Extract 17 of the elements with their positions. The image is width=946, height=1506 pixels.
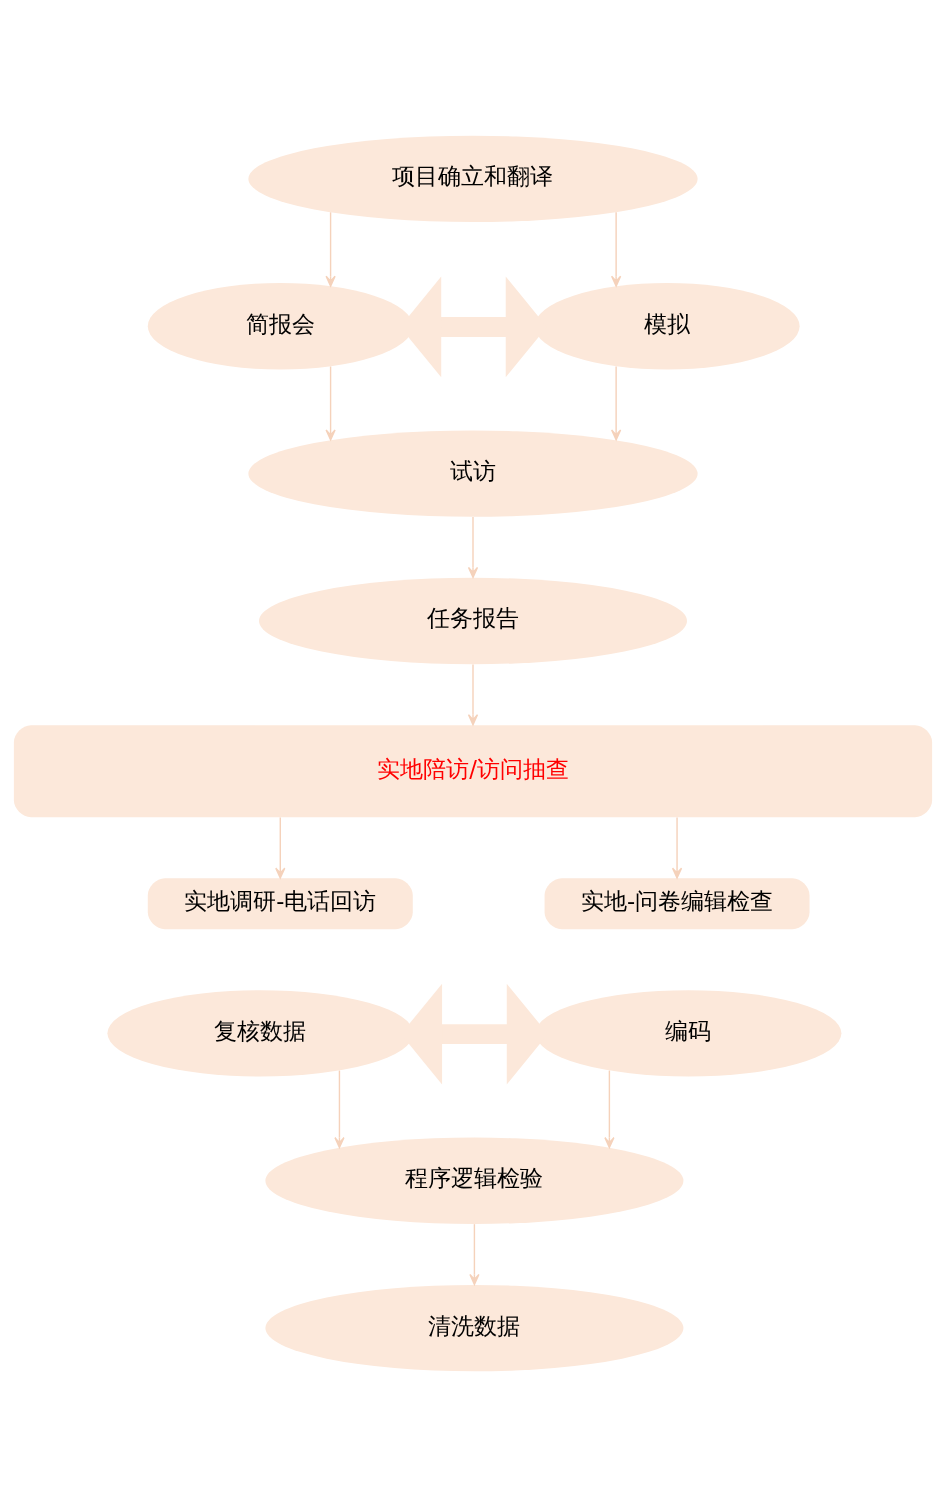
node-ellipse: 任务报告: [259, 577, 687, 664]
arrow: [275, 816, 286, 879]
arrow: [325, 211, 336, 287]
arrow: [604, 1069, 615, 1148]
arrow: [610, 211, 622, 287]
node-box: 实地陪访/访问抽查: [13, 724, 933, 817]
node-ellipse: 项目确立和翻译: [248, 135, 698, 222]
arrow: [671, 816, 683, 879]
arrow: [467, 663, 479, 725]
arrow: [334, 1069, 345, 1148]
arrow: [469, 1222, 480, 1285]
arrow: [467, 515, 479, 578]
node-box: 实地调研-电话回访: [147, 877, 413, 929]
arrow: [610, 365, 622, 441]
arrow: [325, 365, 336, 441]
node-box: 实地-问卷编辑检查: [544, 877, 810, 929]
node-ellipse: 清洗数据: [265, 1284, 684, 1371]
